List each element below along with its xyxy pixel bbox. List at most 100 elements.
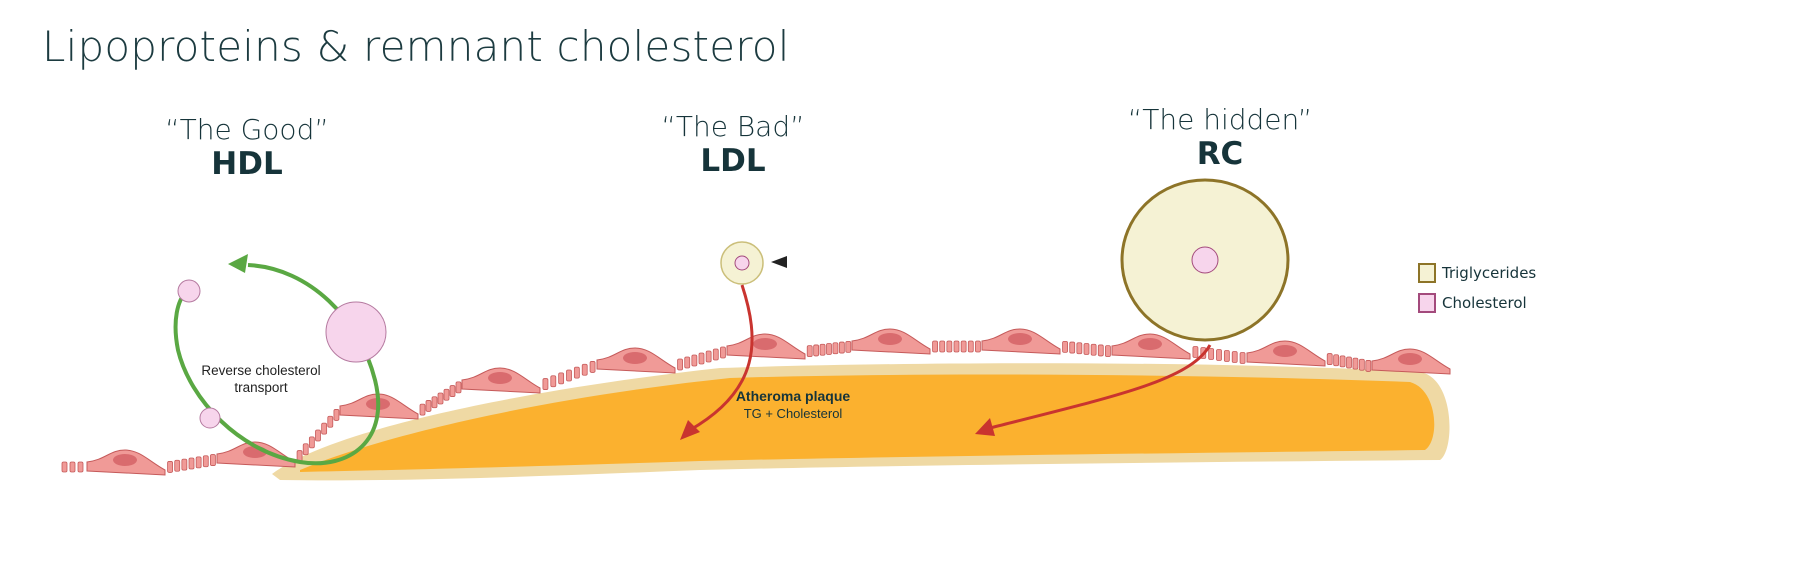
triglycerides-swatch (1418, 263, 1436, 283)
cell-junction (174, 459, 181, 472)
cell-nucleus (488, 372, 512, 384)
cell-junction (573, 366, 580, 379)
cell-junction (425, 400, 432, 412)
hdl-cycle-label-1: Reverse cholesterol (201, 363, 320, 378)
cell-junction (975, 340, 981, 353)
ldl-header: “The Bad” LDL (583, 110, 883, 179)
hdl-name: HDL (211, 146, 283, 182)
cell-junction (712, 348, 719, 361)
cell-junction (826, 343, 832, 355)
cell-junction (333, 409, 340, 421)
cell-junction (1192, 346, 1199, 358)
cell-junction (845, 340, 852, 353)
cell-junction (953, 340, 960, 353)
hdl-arrowhead-icon (228, 254, 248, 273)
cell-junction (419, 403, 426, 416)
cell-junction (61, 461, 68, 473)
cell-junction (69, 461, 76, 473)
ldl-to-plaque-arrow (689, 284, 754, 432)
legend-label: Cholesterol (1442, 294, 1527, 312)
cell-junction (77, 461, 84, 473)
cell-junction (1326, 353, 1333, 365)
page-title: Lipoproteins & remnant cholesterol (42, 22, 790, 71)
cell-junction (566, 369, 572, 382)
cell-junction (455, 381, 462, 394)
cell-junction (1216, 349, 1222, 361)
cell-junction (431, 396, 438, 409)
cell-junction (677, 358, 683, 371)
cell-junction (321, 422, 328, 435)
cell-junction (819, 343, 826, 356)
cell-junction (1346, 356, 1352, 369)
cell-junction (684, 356, 691, 369)
rc-arrowhead-icon (975, 418, 995, 436)
ldl-cholesterol-core (734, 255, 750, 271)
cell-junction (210, 454, 216, 466)
cell-junction (691, 354, 698, 367)
cell-junction (939, 340, 946, 353)
cell-junction (1076, 342, 1083, 355)
cell-junction (167, 461, 173, 473)
rc-cholesterol-core (1191, 246, 1219, 274)
cell-junction (589, 361, 596, 373)
cell-junction (302, 443, 309, 456)
cell-junction (550, 375, 557, 388)
cell-junction (443, 388, 450, 401)
cell-junction (1097, 344, 1104, 357)
rc-quote: “The hidden” (1127, 103, 1313, 136)
cell-junction (705, 350, 712, 363)
cell-junction (202, 455, 209, 468)
plaque-subtitle: TG + Cholesterol (744, 406, 843, 421)
cell-junction (1069, 341, 1076, 354)
hdl-cycle-label-2: transport (234, 380, 288, 395)
cell-junction (960, 340, 967, 353)
hdl-particle-small-1 (177, 279, 201, 303)
cell-junction (698, 352, 705, 365)
cell-junction (327, 415, 334, 428)
cell-nucleus (753, 338, 777, 350)
cell-junction (542, 378, 549, 390)
hdl-particle-large (325, 301, 387, 363)
hdl-header: “The Good” HDL (97, 113, 397, 182)
legend: Triglycerides Cholesterol (1418, 258, 1536, 318)
cell-nucleus (1273, 345, 1297, 357)
ldl-arrowhead-icon (680, 420, 700, 440)
rc-to-ldl-arrowhead-icon (771, 256, 787, 268)
atheroma-plaque (300, 374, 1435, 472)
legend-item-triglycerides: Triglycerides (1418, 258, 1536, 288)
legend-item-cholesterol: Cholesterol (1418, 288, 1536, 318)
rc-to-plaque-arrow (989, 344, 1212, 430)
cell-junction (181, 458, 188, 471)
cell-nucleus (113, 454, 137, 466)
cell-junction (195, 456, 202, 469)
cell-junction (1231, 351, 1238, 363)
cell-junction (806, 345, 813, 358)
cell-junction (1208, 348, 1215, 360)
cell-junction (1223, 350, 1230, 362)
cell-junction (1062, 340, 1068, 353)
cell-junction (1090, 343, 1097, 356)
ldl-quote: “The Bad” (661, 110, 805, 143)
cell-junction (437, 392, 444, 405)
cell-junction (946, 340, 953, 353)
cell-junction (1358, 358, 1365, 371)
cell-junction (838, 341, 845, 354)
cell-junction (1339, 355, 1346, 368)
cell-junction (1365, 360, 1372, 372)
cell-nucleus (878, 333, 902, 345)
rc-header: “The hidden” RC (1070, 103, 1370, 172)
hdl-quote: “The Good” (165, 113, 329, 146)
cell-junction (581, 363, 588, 376)
legend-label: Triglycerides (1442, 264, 1537, 282)
cell-junction (1352, 357, 1359, 370)
cell-junction (449, 385, 456, 397)
cell-junction (1333, 354, 1340, 367)
cell-junction (932, 340, 938, 353)
cell-junction (188, 457, 195, 470)
cell-junction (1105, 345, 1111, 358)
cell-junction (1083, 343, 1090, 355)
cell-junction (832, 342, 839, 355)
cell-junction (720, 346, 726, 359)
cell-junction (967, 340, 974, 353)
cell-junction (308, 436, 315, 449)
